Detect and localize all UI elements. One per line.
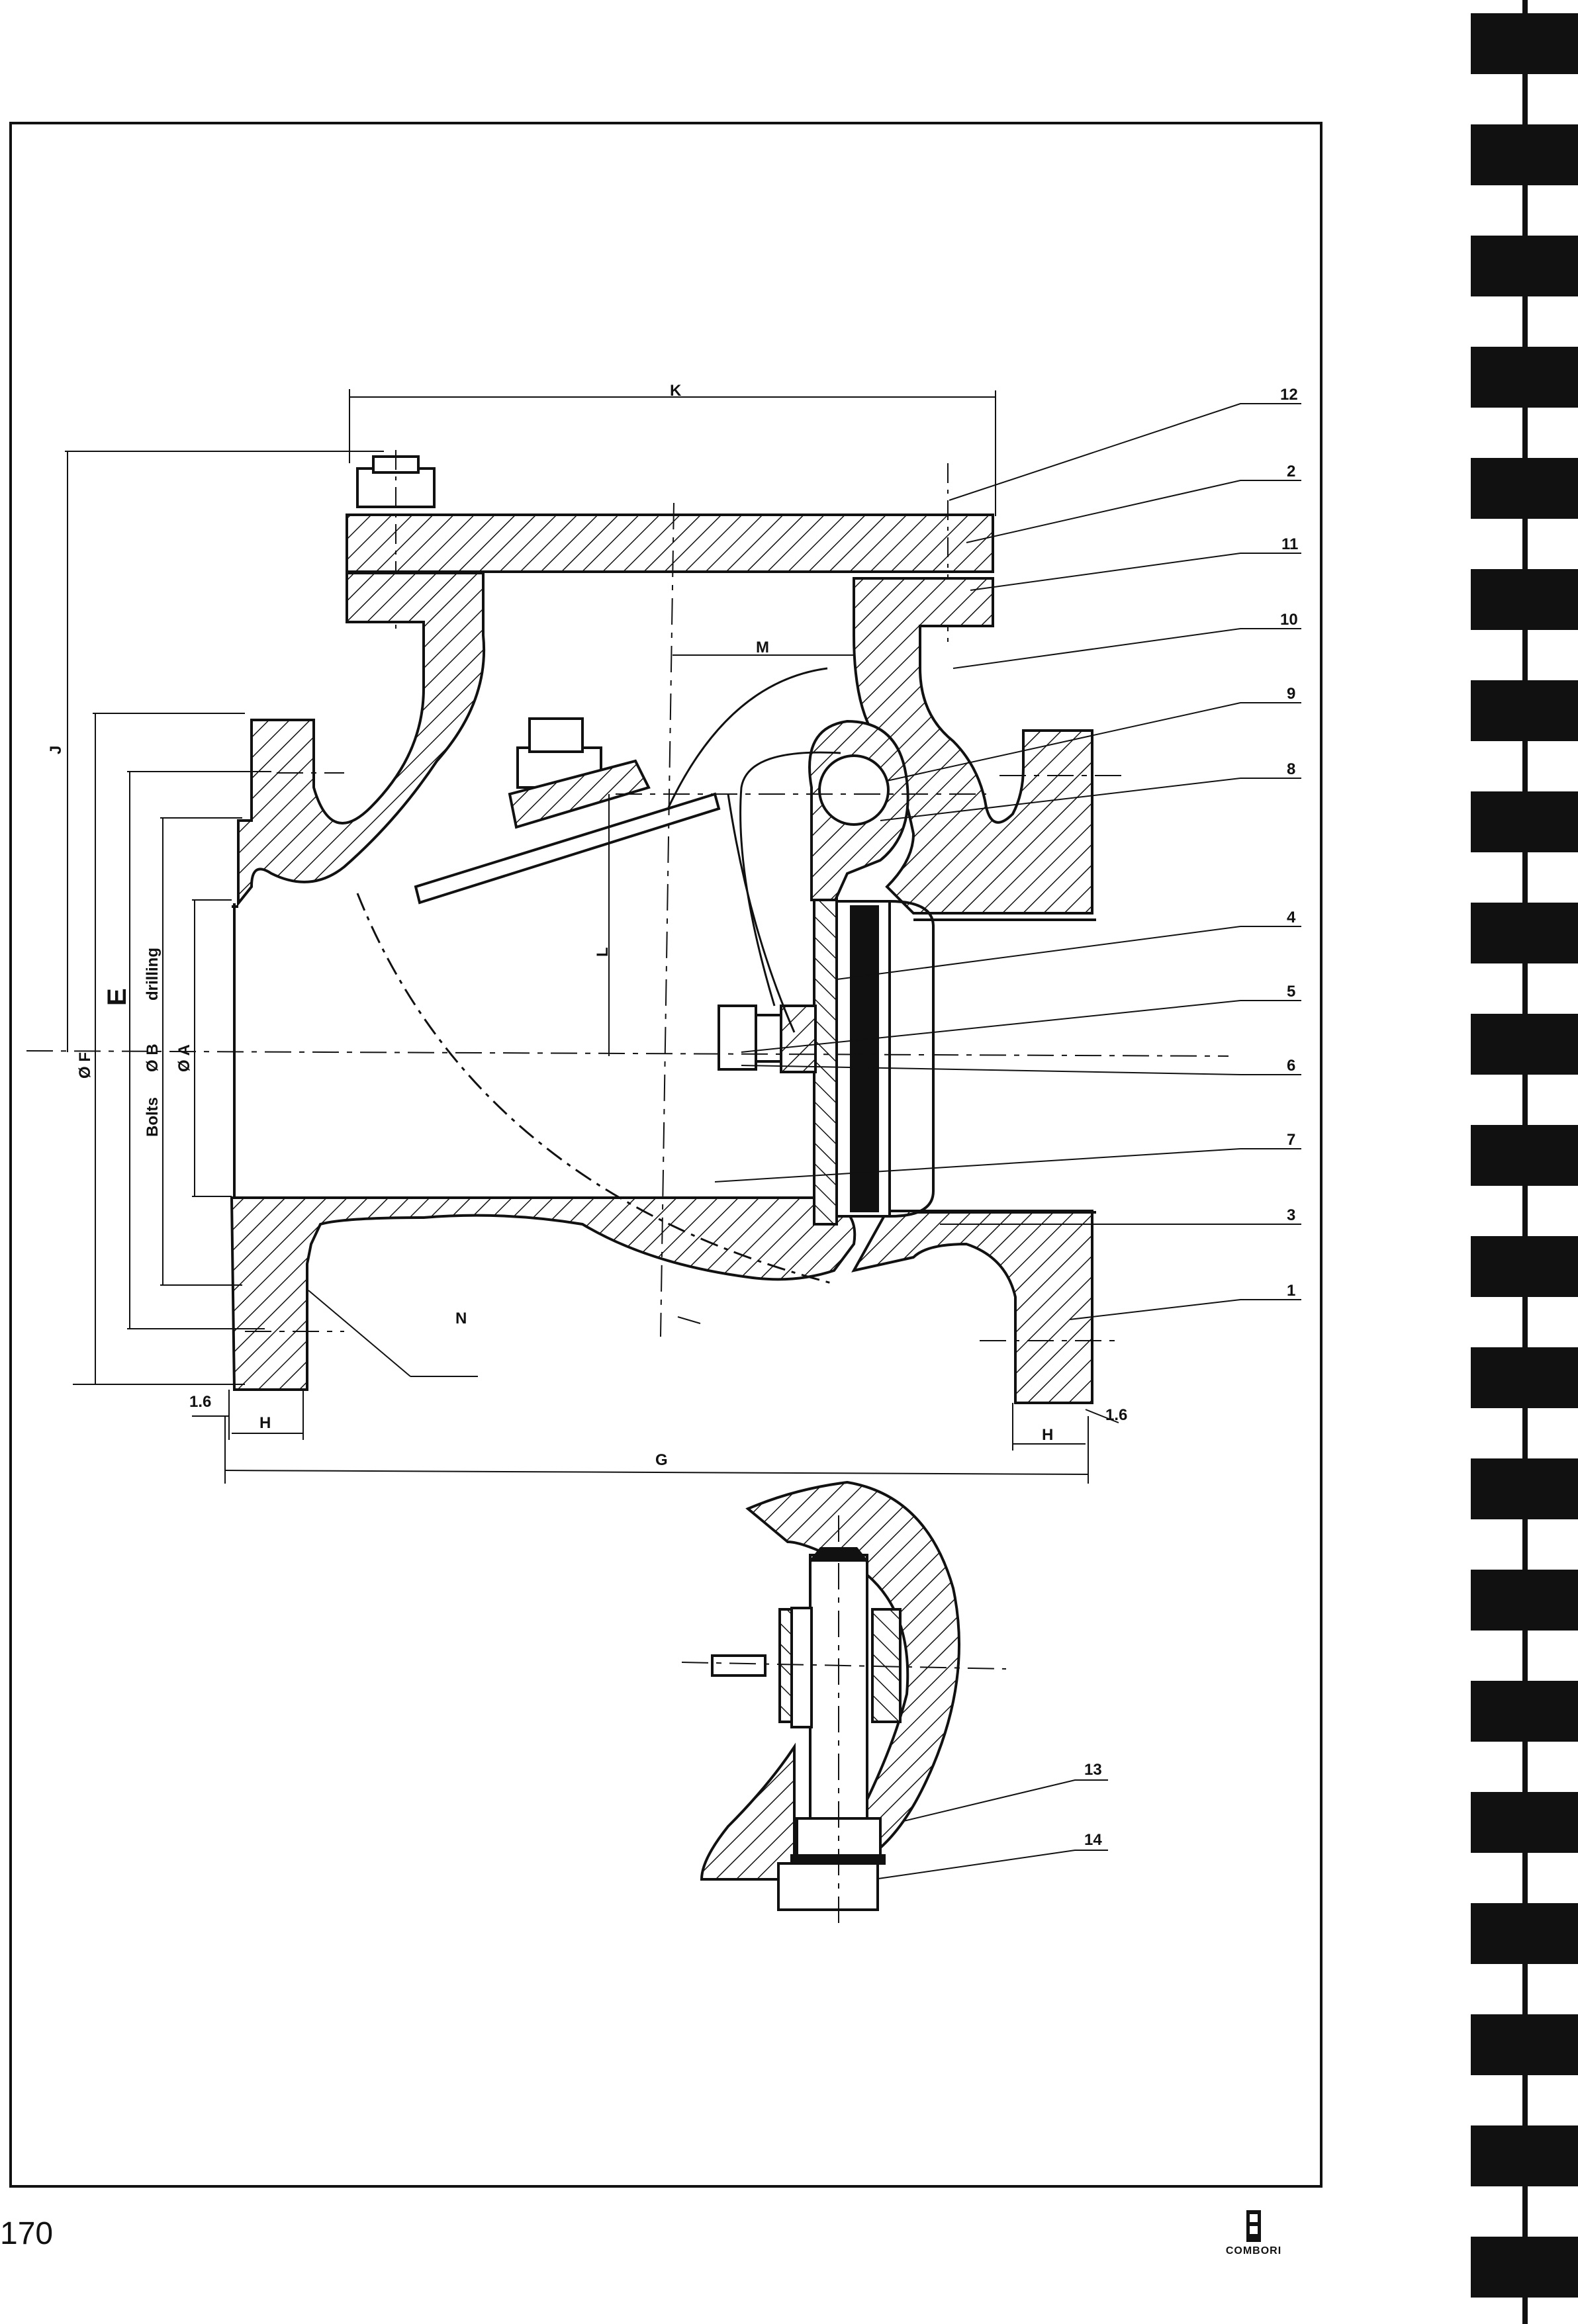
valve-body xyxy=(230,450,1096,1404)
dim-h-right-label: H xyxy=(1042,1426,1053,1444)
dim-k-label: K xyxy=(670,382,682,400)
bolts-label: Bolts xyxy=(144,1097,162,1137)
binding-tooth xyxy=(1471,791,1578,852)
dim-dia-b-label: Ø B xyxy=(144,1044,162,1072)
dimension-labels: K M J L G N H H 1.6 1.6 Ø F E Ø B drilli… xyxy=(47,382,1127,1469)
dim-j-label: J xyxy=(47,746,65,754)
dim-e-label: E xyxy=(103,988,132,1006)
binding-tooth xyxy=(1471,124,1578,185)
part-number: 8 xyxy=(1287,760,1295,778)
dim-n-label: N xyxy=(455,1310,467,1327)
center-lines xyxy=(26,502,1229,1341)
part-number: 4 xyxy=(1287,909,1296,926)
combori-logo: COMBORI xyxy=(1207,2210,1300,2257)
binding-tooth xyxy=(1471,1236,1578,1297)
dim-dia-a-label: Ø A xyxy=(175,1044,193,1072)
binding-tooth xyxy=(1471,1458,1578,1519)
tol-right-label: 1.6 xyxy=(1105,1406,1127,1424)
part-number: 6 xyxy=(1287,1057,1295,1075)
binding-tooth xyxy=(1471,347,1578,408)
part-number-labels: 12 2 11 10 9 8 4 5 6 7 3 1 13 14 xyxy=(1084,386,1298,1849)
page-number: 170 xyxy=(0,2216,54,2251)
part-number: 7 xyxy=(1287,1131,1295,1149)
part-number: 1 xyxy=(1287,1282,1295,1300)
binding-tooth xyxy=(1471,1792,1578,1853)
part-number: 5 xyxy=(1287,983,1295,1001)
binding-strip xyxy=(1471,0,1578,2324)
binding-tooth xyxy=(1471,236,1578,296)
part-number: 3 xyxy=(1287,1206,1295,1224)
binding-tooth xyxy=(1471,1903,1578,1964)
dim-h-left-label: H xyxy=(259,1414,271,1432)
part-number: 14 xyxy=(1084,1831,1102,1849)
dim-g-label: G xyxy=(655,1451,668,1469)
logo-text: COMBORI xyxy=(1225,2245,1282,2257)
dim-m-label: M xyxy=(756,639,769,656)
binding-tooth xyxy=(1471,2014,1578,2075)
tol-left-label: 1.6 xyxy=(189,1393,211,1411)
part-number: 10 xyxy=(1280,611,1298,629)
part-number: 13 xyxy=(1084,1761,1102,1779)
binding-tooth xyxy=(1471,2237,1578,2298)
binding-tooth xyxy=(1471,1681,1578,1742)
dim-l-label: L xyxy=(594,947,612,957)
part-number: 9 xyxy=(1287,685,1295,703)
binding-tooth xyxy=(1471,13,1578,74)
binding-tooth xyxy=(1471,1014,1578,1075)
detail-center-lines xyxy=(681,1515,1007,1926)
binding-tooth xyxy=(1471,903,1578,963)
drilling-label: drilling xyxy=(144,948,162,1001)
binding-tooth xyxy=(1471,458,1578,519)
binding-tooth xyxy=(1471,569,1578,630)
binding-tooth xyxy=(1471,1570,1578,1631)
binding-tooth xyxy=(1471,2125,1578,2186)
combori-logo-icon xyxy=(1246,2210,1261,2242)
hinge-detail xyxy=(700,1480,960,1911)
dim-dia-f-label: Ø F xyxy=(76,1052,94,1079)
part-number: 11 xyxy=(1281,535,1298,553)
part-leaders xyxy=(714,403,1301,1880)
binding-tooth xyxy=(1471,680,1578,741)
binding-tooth xyxy=(1471,1347,1578,1408)
part-number: 2 xyxy=(1287,463,1295,480)
dimension-lines xyxy=(65,389,1119,1484)
part-number: 12 xyxy=(1280,386,1298,404)
binding-tooth xyxy=(1471,1125,1578,1186)
drawing-frame xyxy=(9,122,1323,2188)
